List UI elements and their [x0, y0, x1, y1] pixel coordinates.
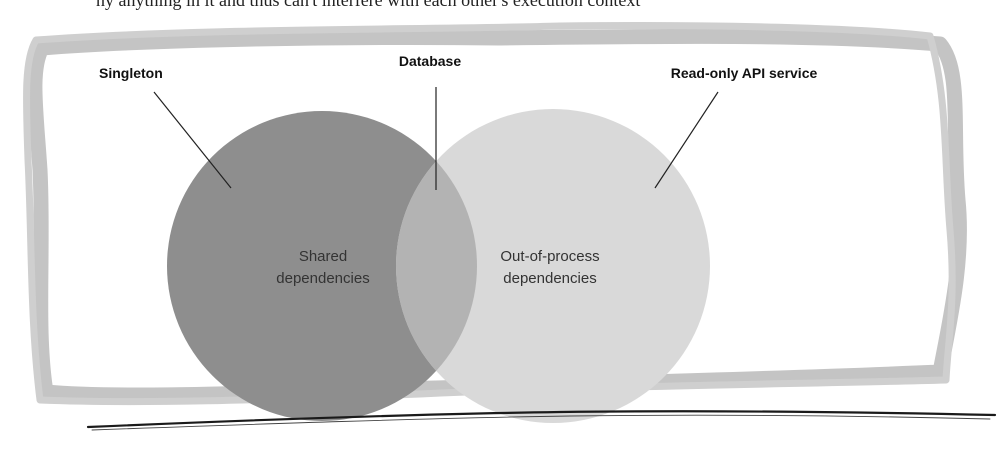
scribble-border-inner	[23, 21, 956, 406]
cut-off-body-text: ny anything in it and thus can't interfe…	[96, 0, 641, 10]
out-of-process-dependencies-label-line2: dependencies	[503, 270, 596, 287]
out-of-process-dependencies-label-line1: Out-of-process	[500, 248, 599, 265]
shared-dependencies-label-line1: Shared	[299, 248, 347, 265]
shared-dependencies-circle	[167, 111, 477, 421]
singleton-label: Singleton	[99, 65, 163, 81]
scribble-underline-main	[86, 410, 997, 429]
read-only-api-label: Read-only API service	[671, 65, 818, 81]
database-label: Database	[399, 53, 461, 69]
scribble-underline-trace	[91, 414, 991, 431]
scribble-border-outer	[27, 28, 967, 403]
scribble-border	[23, 21, 967, 406]
singleton-leader-line	[153, 91, 232, 189]
read-only-api-leader-line	[654, 91, 719, 189]
out-of-process-dependencies-circle	[396, 109, 710, 423]
shared-dependencies-label-line2: dependencies	[276, 270, 369, 287]
scribble-underline	[86, 410, 997, 431]
